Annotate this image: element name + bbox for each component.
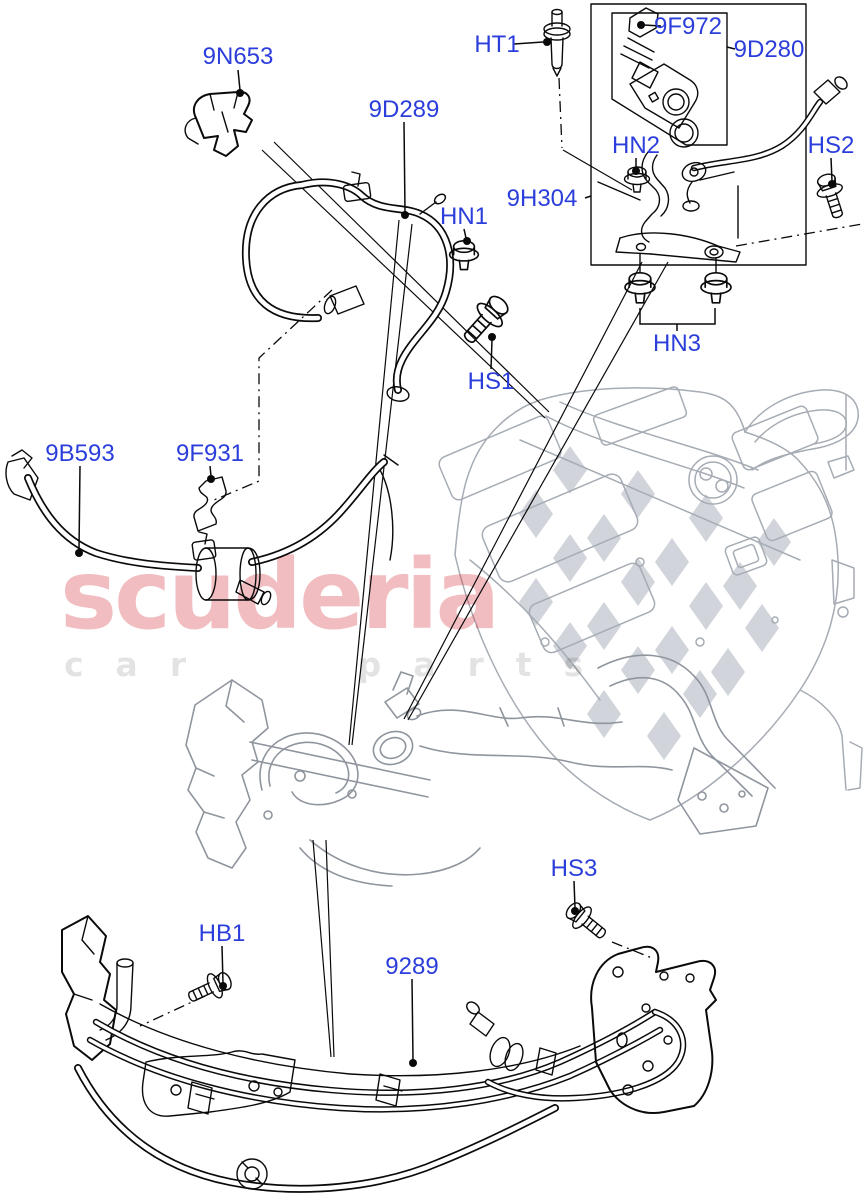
callout-hn2: HN2: [611, 132, 661, 159]
fastener-ht1-stud: [543, 8, 571, 77]
engine-context-art: [185, 654, 776, 887]
callout-9d289: 9D289: [368, 96, 440, 123]
callout-9d280: 9D280: [733, 36, 805, 63]
part-9b593-hose: [5, 449, 399, 606]
part-9d280-hose: [681, 76, 848, 212]
part-9h304-bracket: [597, 151, 741, 263]
callout-9289: 9289: [385, 953, 439, 980]
callout-hb1: HB1: [198, 920, 246, 947]
part-9f972-sensor: [620, 7, 699, 148]
callout-9n653: 9N653: [202, 43, 274, 70]
callout-9f931: 9F931: [175, 440, 245, 467]
part-9f931-bracket: [193, 476, 227, 532]
callout-hs1: HS1: [467, 368, 515, 395]
callout-9f972: 9F972: [653, 13, 723, 40]
part-9d289-hose: [241, 171, 455, 402]
callout-9h304: 9H304: [506, 185, 578, 212]
fastener-hn3-nuts: [624, 253, 732, 331]
callout-hn3: HN3: [652, 330, 702, 357]
part-9n653-bracket: [184, 90, 253, 157]
callout-leaders: [75, 21, 836, 1067]
pointer-lines: [261, 141, 669, 1058]
part-9289-fuel-lines: [61, 915, 717, 1193]
callout-hs2: HS2: [807, 132, 855, 159]
fastener-hb1-bolt: [183, 966, 236, 1011]
alignment-lines: [139, 77, 863, 1027]
detail-box: [590, 3, 807, 266]
watermark-tagline: car parts: [64, 645, 615, 684]
fastener-hs3-bolt: [560, 896, 613, 947]
callout-ht1: HT1: [474, 31, 520, 58]
callout-hn1: HN1: [439, 203, 489, 230]
callout-hs3: HS3: [550, 855, 598, 882]
callout-9b593: 9B593: [45, 440, 115, 467]
